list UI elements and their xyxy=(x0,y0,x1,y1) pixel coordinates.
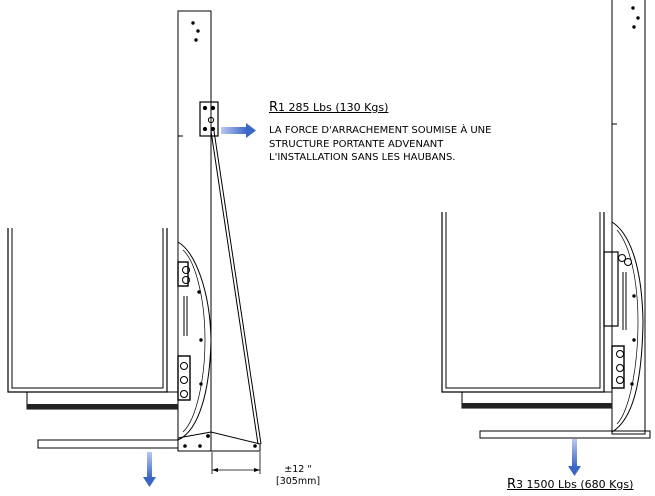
carriage-curve xyxy=(177,241,212,441)
r1-force-label: R1 285 Lbs (130 Kgs) xyxy=(269,100,389,115)
left-down-arrow xyxy=(143,452,156,487)
note-line: L'INSTALLATION SANS LES HAUBANS. xyxy=(269,152,456,163)
note-line: LA FORCE D'ARRACHEMENT SOUMISE À UNE xyxy=(269,125,492,136)
diagonal-brace xyxy=(210,130,259,445)
right-lift xyxy=(441,0,651,439)
base-wedge xyxy=(177,431,261,452)
right-platform xyxy=(441,212,605,393)
right-mast xyxy=(611,0,646,435)
dimension-imperial: ±12 " xyxy=(284,464,312,475)
left-mast xyxy=(177,10,212,452)
r1-force-note: LA FORCE D'ARRACHEMENT SOUMISE À UNE STR… xyxy=(269,124,491,165)
dimension-label: ±12 " [305mm] xyxy=(276,464,320,488)
r3-force-arrow xyxy=(568,439,581,476)
dimension-metric: [305mm] xyxy=(276,476,321,487)
top-bracket xyxy=(199,101,219,137)
r1-force-arrow xyxy=(221,123,256,138)
r3-force-label: R3 1500 Lbs (680 Kgs) xyxy=(507,477,634,492)
left-platform xyxy=(7,228,168,393)
right-carriage-curve xyxy=(611,221,644,433)
note-line: STRUCTURE PORTANTE ADVENANT xyxy=(269,138,444,150)
left-lift xyxy=(7,10,262,474)
